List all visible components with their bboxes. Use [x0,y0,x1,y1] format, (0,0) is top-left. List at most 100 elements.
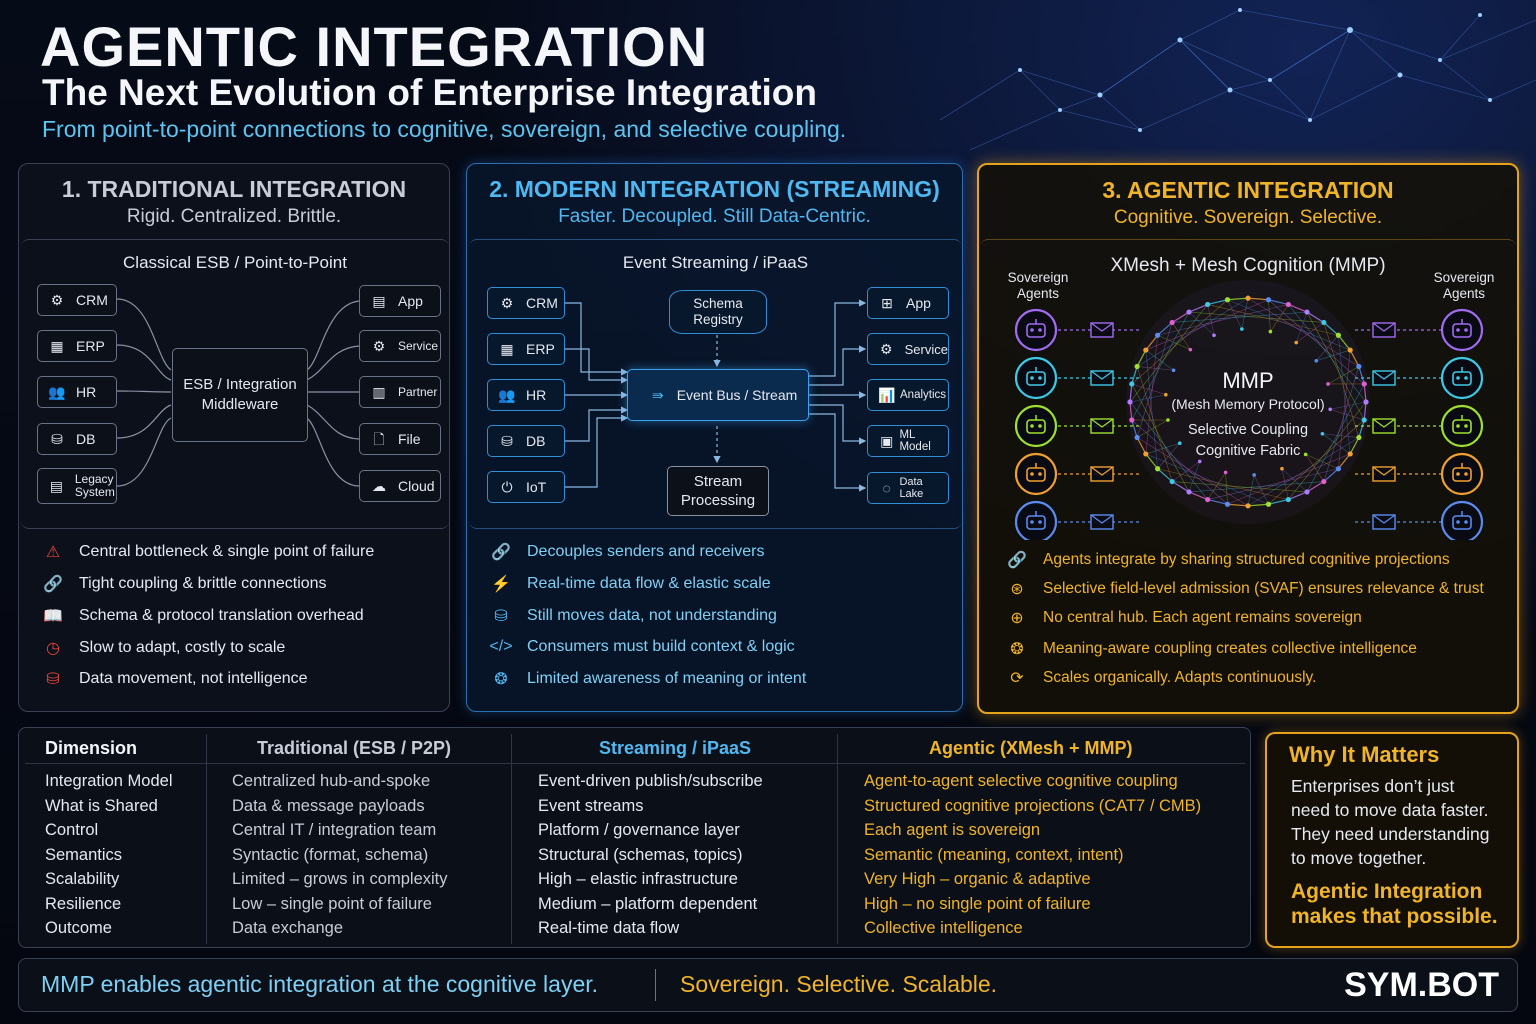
mesh-diagram [1014,280,1484,540]
mesh-node [1268,329,1273,334]
mesh-node [1143,451,1149,457]
mesh-node [1205,301,1211,308]
page-tagline: From point-to-point connections to cogni… [42,116,847,142]
table-cell: Outcome [45,919,112,937]
mesh-node [1169,319,1175,326]
mesh-link [1316,335,1339,362]
grid-icon: ▦ [500,341,514,357]
agentic-bullet: ⟳Scales organically. Adapts continuously… [1005,668,1316,688]
robot-eye [1030,328,1034,332]
mesh-node [1197,459,1202,464]
mesh-link [1247,297,1269,301]
robot-eye [1038,424,1042,428]
mesh-link [1129,383,1133,403]
mesh-link [1145,349,1174,371]
table-cell: Central IT / integration team [232,821,437,839]
table-cell: Collective intelligence [864,919,1023,937]
mesh-link [1227,453,1351,505]
table-cell: Real-time data flow [538,919,680,937]
mesh-link [1295,311,1308,343]
mesh-link [1145,334,1159,351]
streaming-subtitle: Faster. Decoupled. Still Data-Centric. [558,206,871,227]
table-divider [837,734,838,944]
mesh-node [1240,327,1244,331]
mesh-node [1321,478,1327,485]
node-hr: 👥HR [487,379,565,411]
table-cell: Control [45,821,99,839]
database-icon: ⛁ [51,431,63,447]
mesh-link [1172,311,1308,323]
mesh-link [1129,304,1208,403]
mesh-link [1268,299,1365,385]
mesh-link [1363,401,1367,421]
envelope-flap [1090,418,1114,428]
mesh-node [1166,418,1170,422]
mesh-link [1296,322,1325,343]
mesh-link [1288,401,1367,500]
power-icon: ⏻ [501,479,513,495]
table-cell: Semantic (meaning, context, intent) [864,845,1124,864]
warning-icon: ⚠ [45,544,61,561]
mesh-link [1171,311,1190,323]
mesh-node [1280,466,1284,471]
esb-hub: ESB / Integration Middleware [172,348,308,442]
mesh-link [1129,401,1208,500]
streaming-bullet: ⚡Real-time data flow & elastic scale [489,574,771,594]
table-cell: Each agent is sovereign [864,821,1041,839]
mesh-link [1268,419,1365,505]
mesh-line-1: Selective Coupling [1187,422,1309,438]
table-cell: Centralized hub-and-spoke [232,772,431,790]
agent-right [1440,356,1484,400]
brand-logo: SYM.BOT [1344,966,1499,1004]
mesh-link [1145,299,1269,351]
why-body: Enterprises don’t just need to move data… [1291,776,1490,868]
traditional-title: 1. TRADITIONAL INTEGRATION [61,176,407,202]
mesh-link [1131,419,1228,505]
table-cell: Data exchange [232,919,343,937]
table-cell: Limited – grows in complexity [232,870,448,888]
table-cell: Medium – platform dependent [538,894,758,913]
robot-eye [1030,472,1034,476]
mesh-link [1131,383,1166,395]
robot-eye [1456,472,1460,476]
mesh-node [1326,382,1330,386]
robot-eye [1038,376,1042,380]
table-cell: Structural (schemas, topics) [538,845,743,864]
streaming-title: 2. MODERN INTEGRATION (STREAMING) [489,176,940,202]
footer-right-text: Sovereign. Selective. Scalable. [680,971,998,997]
traditional-panel: 1. TRADITIONAL INTEGRATION Rigid. Centra… [18,163,450,712]
why-title: Why It Matters [1289,742,1440,767]
node-iot: ⏻IoT [487,471,565,503]
table-divider [206,734,207,944]
mesh-subtitle: (Mesh Memory Protocol) [1171,396,1325,412]
mesh-link [1136,366,1173,482]
robot-eye [1030,520,1034,524]
mesh-link [1145,453,1159,470]
mesh-node [1224,297,1231,303]
mesh-link [1207,304,1339,336]
stream-processing: Stream Processing [667,466,769,516]
mesh-node [1321,319,1327,326]
mesh-node [1223,470,1228,475]
hub-icon: ⊕ [1010,610,1024,627]
table-cell: Syntactic (format, schema) [232,845,429,864]
link-icon: 🔗 [491,544,511,561]
filter-icon: ⊛ [1010,581,1024,598]
mesh-link [1145,453,1269,505]
table-cell: Resilience [45,894,122,913]
mesh-link [1136,437,1147,455]
mesh-node [1205,496,1211,503]
mesh-node [1314,359,1319,363]
robot-eye [1030,376,1034,380]
mesh-link [1207,468,1339,500]
agentic-bullet: ⊛Selective field-level admission (SVAF) … [1005,579,1483,599]
mesh-line-2: Cognitive Fabric [1195,443,1301,459]
cycle-icon: ⟳ [1010,670,1024,687]
mesh-link [1157,468,1289,500]
mesh-node [1143,347,1149,353]
node-erp: ▦ERP [37,330,117,362]
mesh-node [1335,332,1341,338]
mesh-node [1212,333,1216,338]
mesh-link [1323,322,1360,438]
